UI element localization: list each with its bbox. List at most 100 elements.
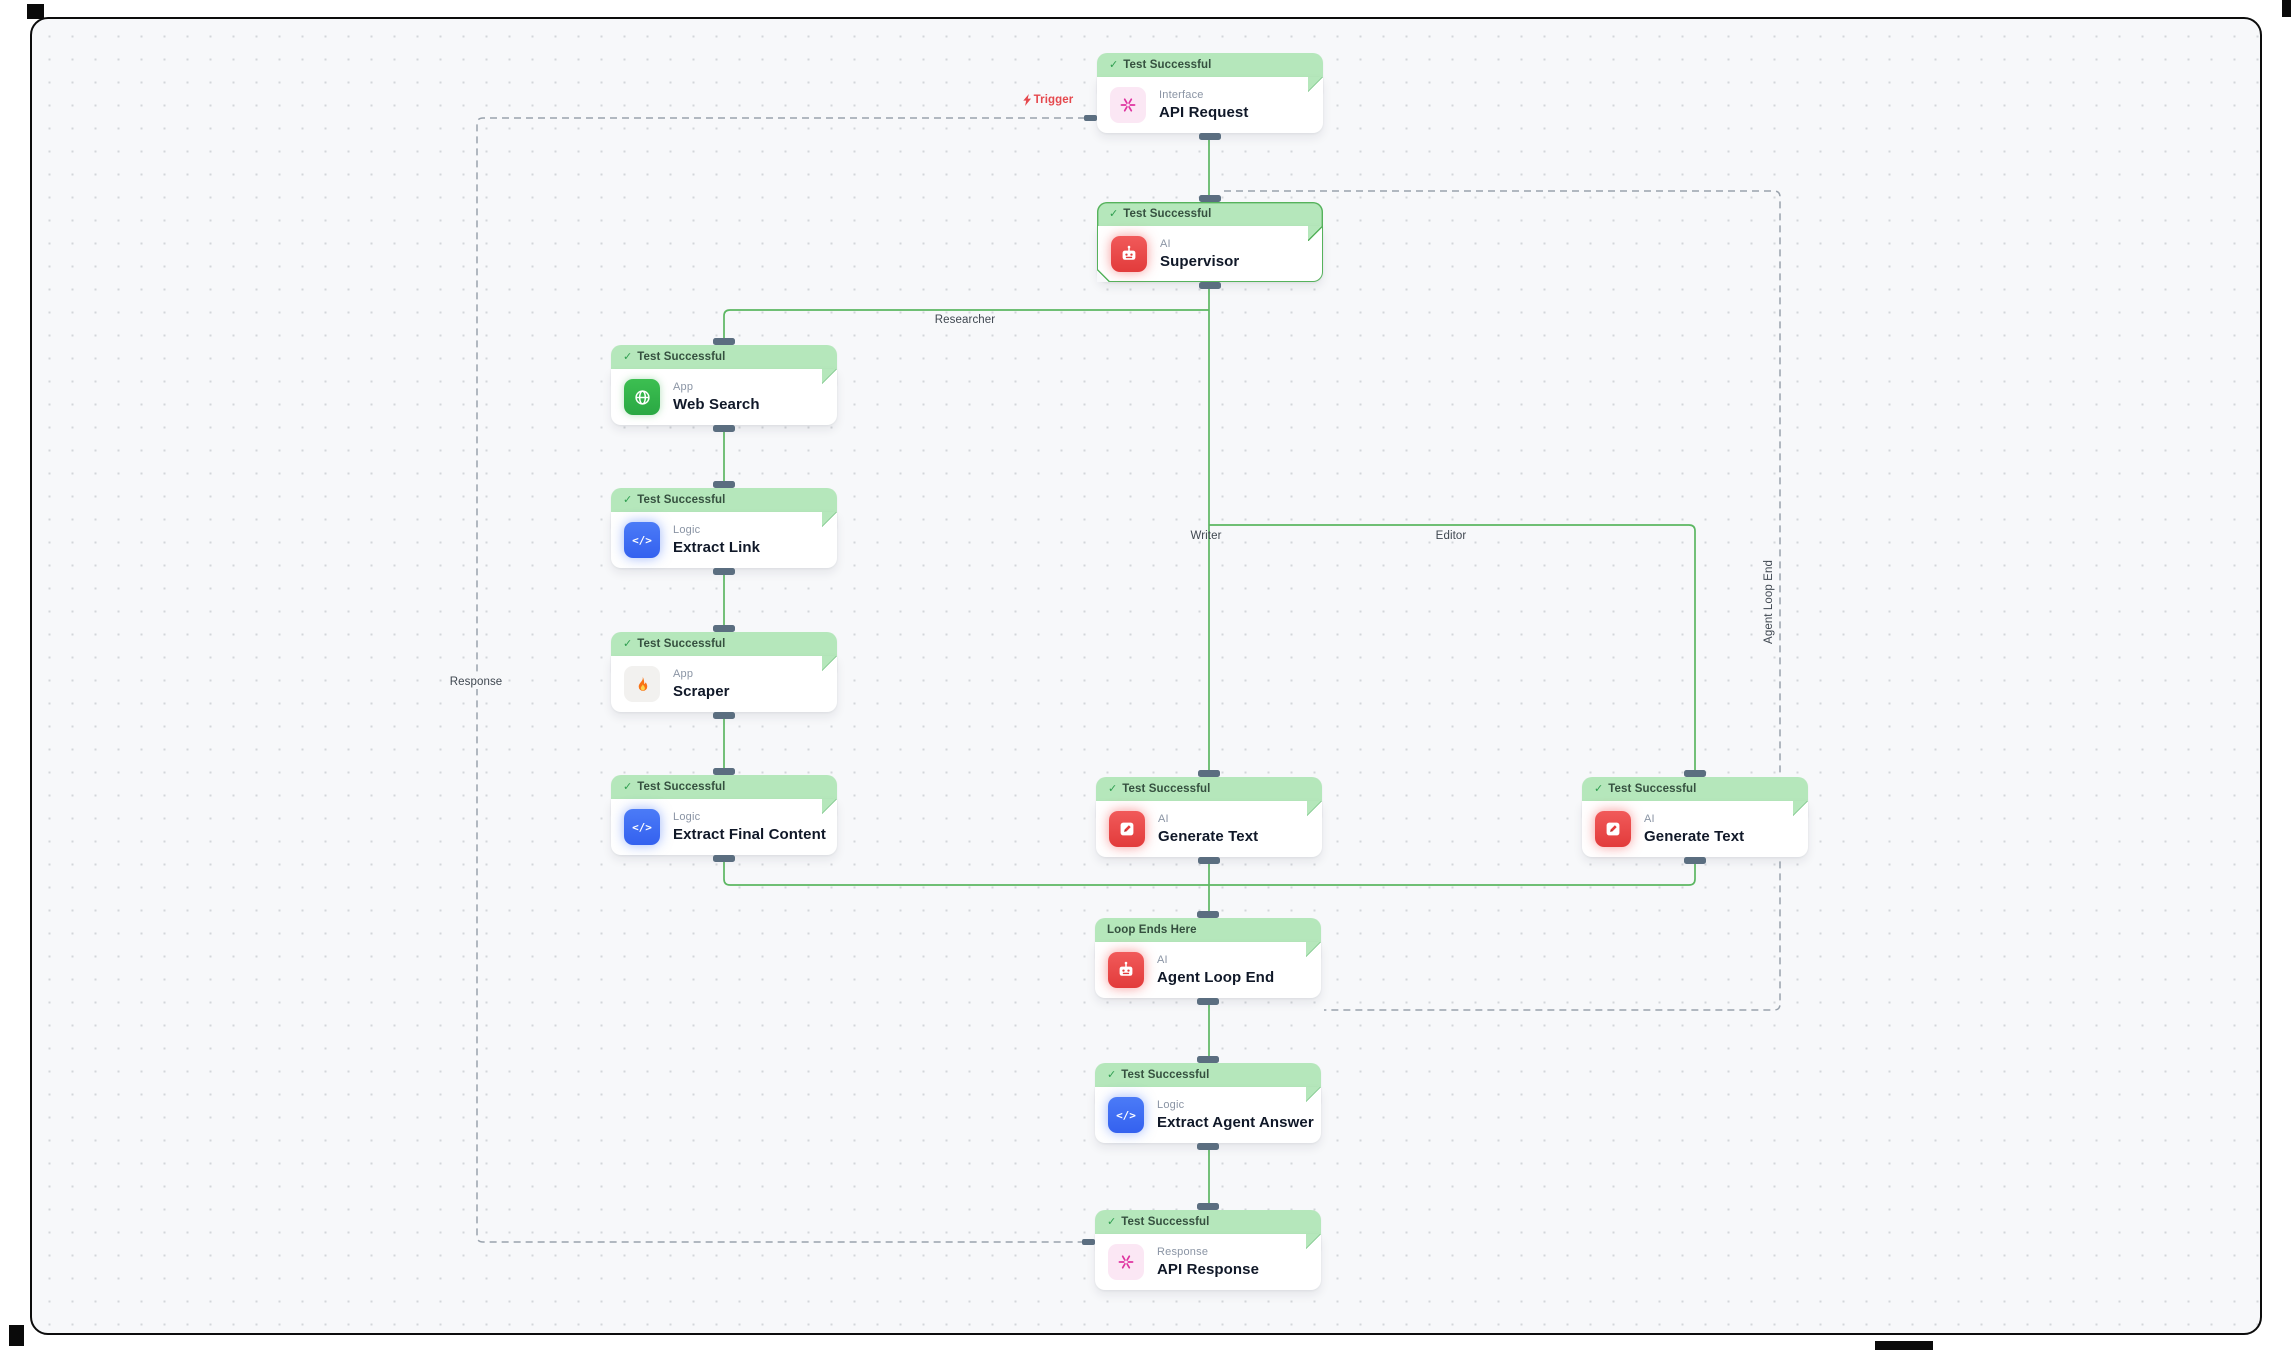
node-extract-final-content[interactable]: ✓ Test Successful </> Logic Extract Fina…: [611, 768, 837, 862]
node-type-label: Response: [1157, 1246, 1209, 1258]
node-body[interactable]: App Scraper: [611, 656, 837, 712]
connector-stub-bottom[interactable]: [713, 855, 735, 862]
node-extract-agent-answer[interactable]: ✓ Test Successful </> Logic Extract Agen…: [1095, 1056, 1321, 1150]
node-status-text: Loop Ends Here: [1107, 924, 1197, 936]
node-type-label: Logic: [673, 811, 701, 823]
node-title: Agent Loop End: [1157, 969, 1275, 986]
connector-stub-bottom[interactable]: [713, 425, 735, 432]
check-icon: ✓: [623, 351, 633, 363]
code-icon: </>: [624, 522, 660, 558]
node-title: Generate Text: [1644, 828, 1745, 845]
check-icon: ✓: [1107, 1216, 1117, 1228]
node-supervisor[interactable]: ✓ Test Successful AI Supervisor: [1097, 195, 1323, 289]
spark-icon: [1110, 87, 1146, 123]
node-title: Supervisor: [1160, 252, 1240, 270]
researcher-branch-label: Researcher: [934, 314, 996, 326]
node-type-label: AI: [1160, 237, 1171, 250]
node-status-text: Test Successful: [637, 351, 726, 363]
node-scraper[interactable]: ✓ Test Successful App Scraper: [611, 625, 837, 719]
node-title: Extract Final Content: [673, 826, 826, 843]
node-api-request[interactable]: ✓ Test Successful Interface API Request: [1084, 53, 1323, 140]
check-icon: ✓: [1107, 1069, 1117, 1081]
crop-mark: [2282, 0, 2291, 17]
corner-fold: [1308, 226, 1323, 241]
node-body[interactable]: Interface API Request: [1097, 77, 1323, 133]
corner-fold: [1306, 1234, 1321, 1249]
connector-stub-top[interactable]: [713, 625, 735, 632]
connector-stub-bottom[interactable]: [713, 712, 735, 719]
node-body[interactable]: </> Logic Extract Agent Answer: [1095, 1087, 1321, 1143]
node-title: Extract Link: [673, 539, 761, 556]
node-body[interactable]: Response API Response: [1095, 1234, 1321, 1290]
node-body[interactable]: </> Logic Extract Link: [611, 512, 837, 568]
corner-fold: [1306, 942, 1321, 957]
corner-fold-bottom-left: [1097, 269, 1110, 282]
robot-icon: [1111, 235, 1147, 272]
check-icon: ✓: [1594, 783, 1604, 795]
node-status-text: Test Successful: [637, 638, 726, 650]
node-type-label: AI: [1157, 954, 1168, 966]
node-body[interactable]: AI Supervisor: [1097, 226, 1323, 282]
lightning-icon: [1023, 94, 1032, 106]
node-extract-link[interactable]: ✓ Test Successful </> Logic Extract Link: [611, 481, 837, 575]
node-type-label: Interface: [1159, 89, 1204, 101]
corner-fold: [1306, 1087, 1321, 1102]
node-body[interactable]: App Web Search: [611, 369, 837, 425]
connector-stub-bottom[interactable]: [713, 568, 735, 575]
node-title: Generate Text: [1158, 828, 1259, 845]
check-icon: ✓: [623, 638, 633, 650]
connector-stub-bottom[interactable]: [1198, 857, 1220, 864]
crop-mark: [1875, 1341, 1933, 1350]
node-type-label: AI: [1158, 813, 1169, 825]
corner-fold: [822, 512, 837, 527]
node-title: Scraper: [673, 683, 730, 700]
node-body[interactable]: AI Generate Text: [1096, 801, 1322, 857]
node-body[interactable]: AI Agent Loop End: [1095, 942, 1321, 998]
node-body[interactable]: </> Logic Extract Final Content: [611, 799, 837, 855]
connector-stub-top[interactable]: [1197, 1203, 1219, 1210]
check-icon: ✓: [1108, 783, 1118, 795]
corner-fold: [822, 369, 837, 384]
corner-fold: [1793, 801, 1808, 816]
connector-stub-top[interactable]: [713, 481, 735, 488]
connector-stub-bottom[interactable]: [1199, 133, 1221, 140]
connector-stub-top[interactable]: [1197, 1056, 1219, 1063]
corner-fold: [822, 799, 837, 814]
corner-fold: [1307, 801, 1322, 816]
node-agent-loop-end[interactable]: ✓ Loop Ends Here AI Agent Loop End: [1095, 911, 1321, 1005]
connector-stub-top[interactable]: [1199, 195, 1221, 202]
node-status-text: Test Successful: [637, 781, 726, 793]
node-web-search[interactable]: ✓ Test Successful App Web Search: [611, 338, 837, 432]
node-generate-text-editor[interactable]: ✓ Test Successful AI Generate Text: [1582, 770, 1808, 864]
connector-stub-bottom[interactable]: [1197, 998, 1219, 1005]
agent-loop-end-edge-label: Agent Loop End: [1762, 556, 1776, 648]
check-icon: ✓: [1109, 59, 1119, 71]
pencil-document-icon: [1595, 811, 1631, 847]
connector-stub-top[interactable]: [1197, 911, 1219, 918]
node-type-label: Logic: [1157, 1099, 1185, 1111]
node-status-text: Test Successful: [1121, 1069, 1210, 1081]
connector-stub-left[interactable]: [1084, 115, 1097, 121]
node-type-label: AI: [1644, 813, 1655, 825]
node-type-label: App: [673, 668, 694, 680]
check-icon: ✓: [1109, 208, 1119, 220]
node-type-label: App: [673, 381, 694, 393]
node-title: Web Search: [673, 396, 760, 413]
connector-stub-top[interactable]: [713, 768, 735, 775]
connector-stub-left[interactable]: [1082, 1239, 1095, 1245]
check-icon: ✓: [623, 781, 633, 793]
node-api-response[interactable]: ✓ Test Successful Response API Response: [1082, 1203, 1321, 1290]
corner-fold: [1308, 77, 1323, 92]
connector-stub-bottom[interactable]: [1197, 1143, 1219, 1150]
connector-stub-top[interactable]: [1198, 770, 1220, 777]
connector-stub-top[interactable]: [713, 338, 735, 345]
connector-stub-bottom[interactable]: [1199, 282, 1221, 289]
node-title: API Request: [1159, 104, 1249, 121]
globe-icon: [624, 379, 660, 415]
node-body[interactable]: AI Generate Text: [1582, 801, 1808, 857]
node-type-label: Logic: [673, 524, 701, 536]
node-generate-text-writer[interactable]: ✓ Test Successful AI Generate Text: [1096, 770, 1322, 864]
connector-stub-bottom[interactable]: [1684, 857, 1706, 864]
node-status-text: Test Successful: [1123, 59, 1212, 71]
connector-stub-top[interactable]: [1684, 770, 1706, 777]
